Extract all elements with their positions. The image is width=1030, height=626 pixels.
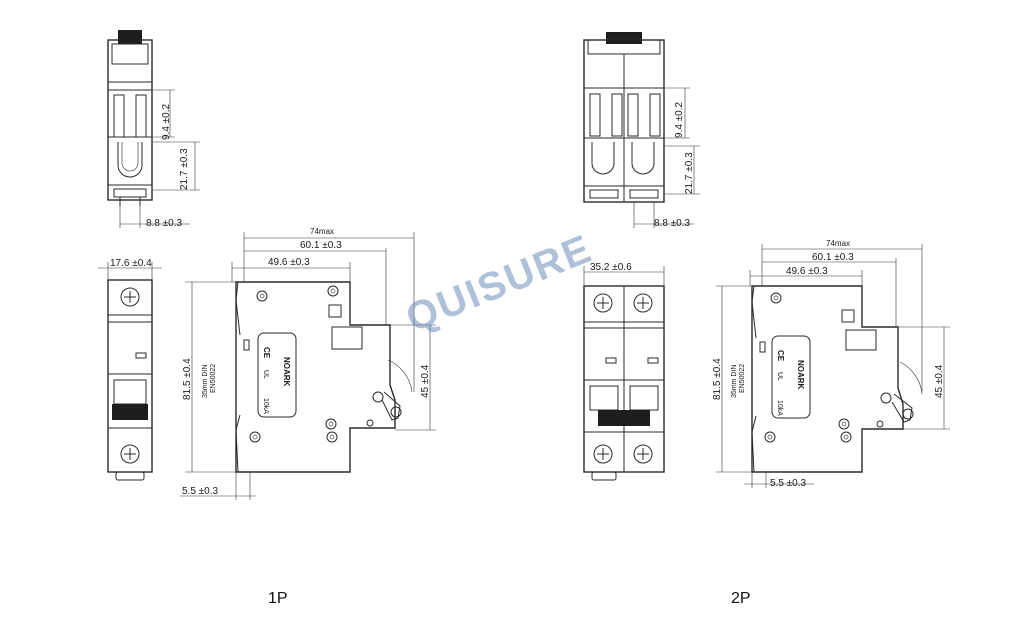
dim-1p-74max: 74max [310,227,334,236]
label-2p-din2: EN50022 [739,364,746,393]
dim-1p-81-5: 81.5 ±0.4 [182,358,193,400]
dim-2p-8-8: 8.8 ±0.3 [654,218,691,229]
dim-2p-49-6: 49.6 ±0.3 [786,266,828,277]
dim-2p-width: 35.2 ±0.6 [590,262,632,273]
front-view-1p: 17.6 ±0.4 [98,258,162,481]
dim-1p-49-6: 49.6 ±0.3 [268,257,310,268]
dim-2p-74max: 74max [826,239,850,248]
label-2p-ce: CE [776,350,785,362]
dim-1p-21-7: 21.7 ±0.3 [179,148,190,190]
dim-2p-9-4: 9.4 ±0.2 [674,101,685,138]
dim-1p-60-1: 60.1 ±0.3 [300,240,342,251]
label-1p-ce: CE [262,347,271,359]
label-2p-brand: NOARK [796,360,805,390]
dim-1p-width: 17.6 ±0.4 [110,258,152,269]
dim-1p-9-4: 9.4 ±0.2 [161,103,172,140]
dim-2p-21-7: 21.7 ±0.3 [684,152,695,194]
label-1p-rating: 10kA [262,398,269,414]
caption-2p: 2P [731,590,751,607]
label-2p-din1: 35mm DIN [731,365,738,398]
top-view-2p: 9.4 ±0.2 21.7 ±0.3 8.8 ±0.3 [583,32,700,229]
caption-1p: 1P [268,590,288,607]
dim-2p-81-5: 81.5 ±0.4 [712,358,723,400]
side-view-2p: CE UL 10kA NOARK 35mm DIN EN50022 74max … [712,239,950,489]
dim-1p-5-5: 5.5 ±0.3 [182,486,219,497]
label-1p-brand: NOARK [282,357,291,387]
dim-2p-45: 45 ±0.4 [934,364,945,398]
label-2p-rating: 10kA [776,400,783,416]
dim-1p-45: 45 ±0.4 [420,364,431,398]
dim-1p-8-8: 8.8 ±0.3 [146,218,183,229]
side-view-1p: CE UL 10kA NOARK 35mm DIN EN50022 74max … [180,227,436,500]
top-view-1p: 9.4 ±0.2 21.7 ±0.3 8.8 ±0.3 [107,30,200,229]
front-view-2p: 35.2 ±0.6 [583,262,665,481]
dim-2p-60-1: 60.1 ±0.3 [812,252,854,263]
dim-2p-5-5: 5.5 ±0.3 [770,478,807,489]
label-1p-ul: UL [262,370,269,379]
label-2p-ul: UL [776,372,783,381]
label-1p-din2: EN50022 [210,364,217,393]
label-1p-din1: 35mm DIN [202,365,209,398]
